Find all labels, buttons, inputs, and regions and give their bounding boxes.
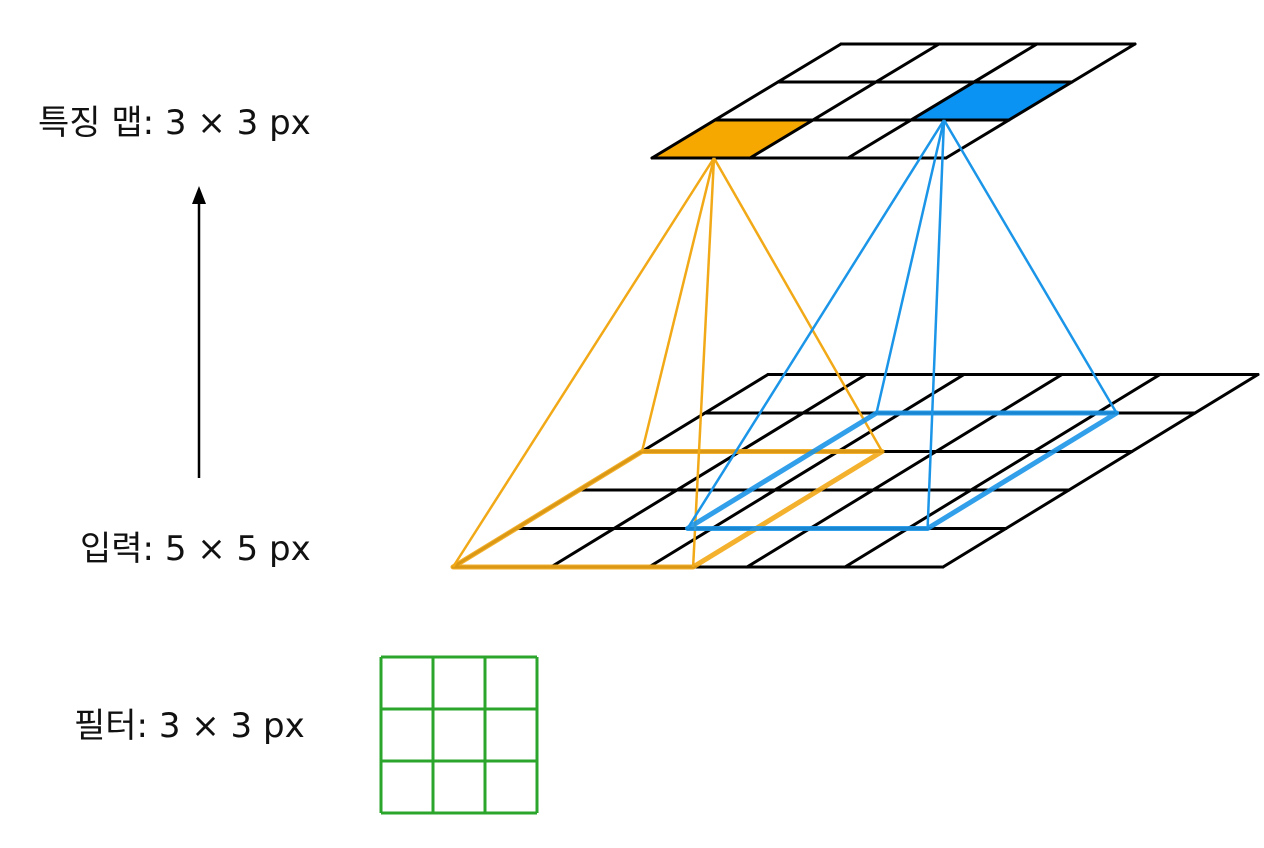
feature-map-cell-highlight-left bbox=[652, 120, 813, 158]
feature-map-grid bbox=[650, 42, 1137, 160]
up-arrow-icon bbox=[192, 186, 206, 478]
receptive-field-left-projection-line bbox=[640, 157, 716, 452]
input-grid-col-line bbox=[647, 373, 966, 569]
input-label: 입력: 5 × 5 px bbox=[80, 529, 311, 569]
receptive-field-right-projection-line bbox=[875, 119, 946, 414]
filter-label: 필터: 3 × 3 px bbox=[74, 706, 305, 746]
receptive-field-right-projection-line bbox=[686, 119, 946, 530]
feature-map-cell-highlight-right bbox=[911, 82, 1072, 120]
receptive-field-left-outline bbox=[450, 449, 885, 570]
input-grid-col-line bbox=[549, 373, 868, 569]
receptive-field-right-projection-line bbox=[926, 119, 946, 529]
receptive-field-right-projection-line bbox=[942, 119, 1118, 414]
filter-grid bbox=[379, 655, 539, 815]
input-grid-col-line bbox=[745, 373, 1064, 569]
receptive-field-left-projection-line bbox=[451, 157, 716, 568]
arrow-head bbox=[192, 186, 206, 204]
feature-map-grid-col-line bbox=[944, 42, 1137, 160]
input-grid-col-line bbox=[843, 373, 1162, 569]
feature-map-grid-col-line bbox=[846, 42, 1039, 160]
receptive-field-left-projection-line bbox=[691, 157, 716, 568]
receptive-field-right bbox=[685, 119, 1120, 531]
feature-map-grid-col-line bbox=[748, 42, 941, 160]
receptive-field-left-projection-line bbox=[712, 157, 884, 453]
input-grid-col-line bbox=[941, 373, 1260, 569]
feature-map-label: 특징 맵: 3 × 3 px bbox=[38, 103, 311, 143]
receptive-field-left bbox=[450, 157, 885, 570]
feature-map-grid-col-line bbox=[650, 42, 843, 160]
